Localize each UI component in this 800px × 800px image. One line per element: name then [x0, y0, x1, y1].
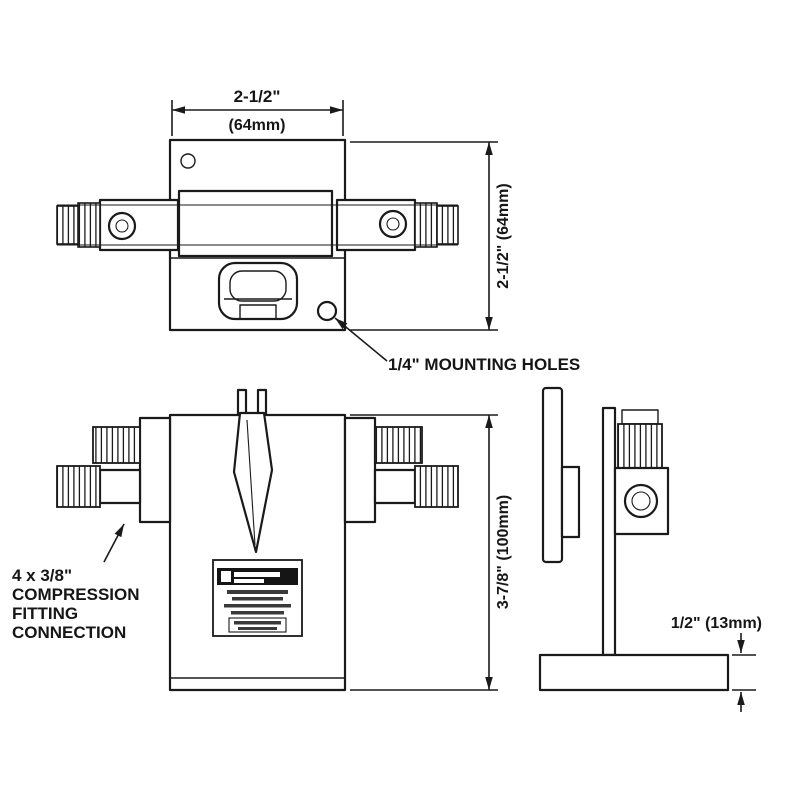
left-boss	[138, 416, 172, 524]
compression-label-line2: COMPRESSION	[12, 585, 140, 604]
valve-body-plan	[177, 189, 334, 258]
compression-label-line1: 4 x 3/8"	[12, 566, 72, 585]
dimension-base-thickness: 1/2" (13mm)	[671, 615, 762, 712]
valve-body-side	[601, 406, 617, 657]
dim-base-thickness-label: 1/2" (13mm)	[671, 615, 762, 632]
left-port-circle	[107, 211, 137, 241]
flange-side	[560, 465, 581, 539]
callout-mounting-holes: 1/4" MOUNTING HOLES	[334, 317, 580, 374]
top-view	[56, 138, 459, 332]
mounting-hole	[316, 300, 338, 322]
mounting-base	[538, 653, 730, 692]
dimension-plate-height: 2-1/2" (64mm)	[350, 141, 512, 331]
right-boss	[343, 416, 377, 524]
left-lower-fitting	[56, 465, 101, 508]
dimension-top-width: 2-1/2" (64mm)	[171, 87, 344, 136]
left-fitting-cap	[56, 205, 79, 245]
dimension-front-height: 3-7/8" (100mm)	[350, 414, 512, 691]
right-fitting-cap	[436, 205, 459, 245]
right-port-circle	[378, 209, 408, 239]
left-upper-fitting	[92, 426, 141, 464]
front-view	[56, 388, 459, 692]
mounting-holes-label: 1/4" MOUNTING HOLES	[388, 355, 580, 374]
dim-front-height-label: 3-7/8" (100mm)	[495, 495, 512, 609]
side-fitting-block	[613, 466, 670, 536]
left-fitting-nut	[77, 202, 101, 248]
mounting-plate-side	[541, 386, 564, 564]
right-fitting-block	[335, 198, 417, 252]
right-upper-fitting	[374, 426, 423, 464]
left-fitting-block	[98, 198, 180, 252]
plate-hole-top-left	[180, 153, 196, 169]
right-lower-fitting	[414, 465, 459, 508]
side-fitting-nut	[617, 423, 663, 469]
dim-top-width-label: 2-1/2"	[234, 87, 281, 106]
callout-compression-fittings: 4 x 3/8" COMPRESSION FITTING CONNECTION	[12, 523, 140, 642]
compression-label-line4: CONNECTION	[12, 623, 126, 642]
dim-top-width-mm-label: (64mm)	[229, 117, 286, 134]
dim-plate-height-label: 2-1/2" (64mm)	[495, 183, 512, 288]
valve-handle	[232, 388, 274, 554]
product-label-tag	[212, 559, 303, 637]
right-lower-pipe	[373, 468, 417, 505]
left-lower-pipe	[98, 468, 142, 505]
compression-label-line3: FITTING	[12, 604, 78, 623]
right-fitting-nut	[414, 202, 438, 248]
side-view	[538, 386, 730, 692]
side-port-circle	[623, 483, 659, 519]
